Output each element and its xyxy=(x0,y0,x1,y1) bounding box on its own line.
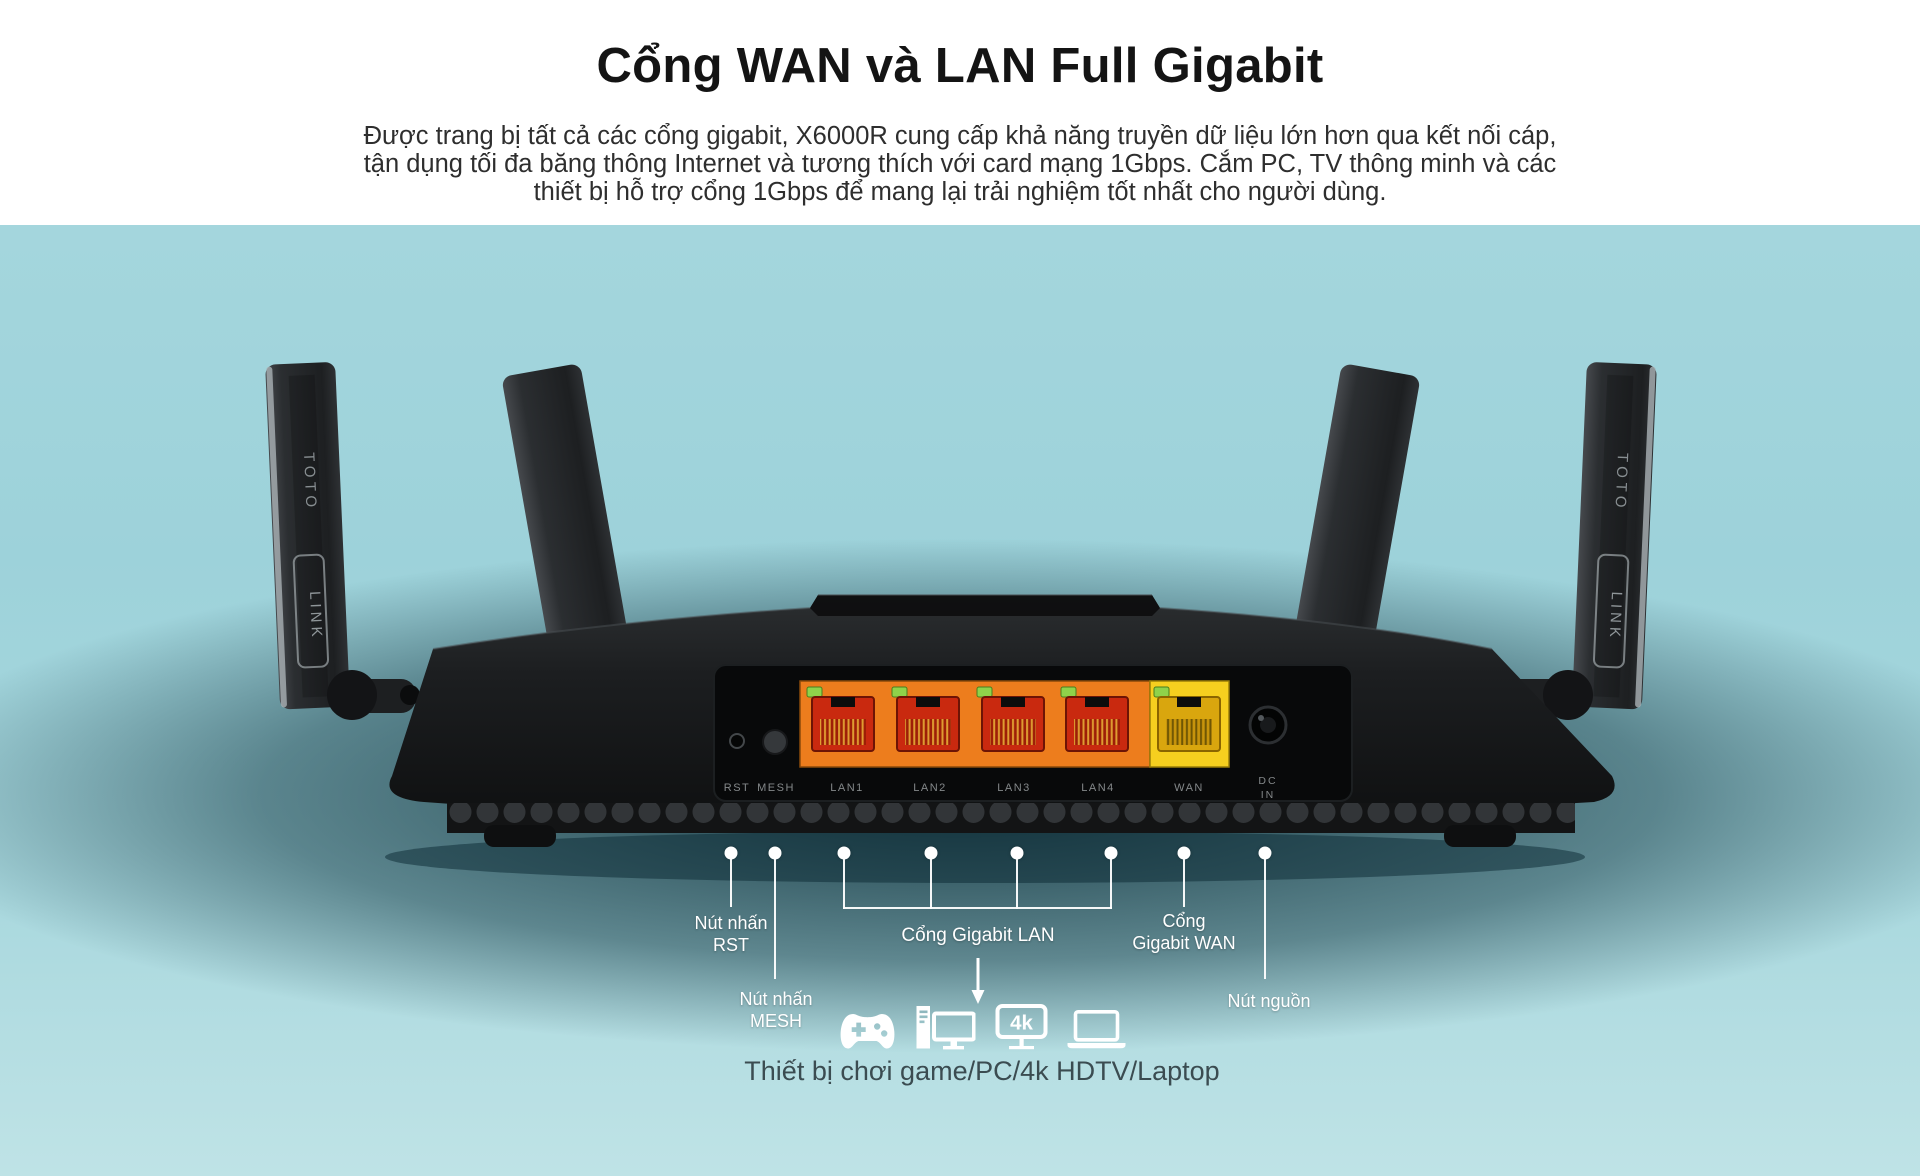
port-labels: RST MESH LAN1 LAN2 LAN3 LAN4 WAN DC IN xyxy=(724,775,1277,801)
reset-pinhole xyxy=(729,733,745,749)
callout-lan-text: Cổng Gigabit LAN xyxy=(901,925,1055,946)
wan-label: WAN xyxy=(1174,782,1204,794)
callout-mesh-line2: MESH xyxy=(749,1010,802,1031)
leader-bracket-lan xyxy=(843,907,1112,909)
dc-power-jack xyxy=(1248,705,1288,745)
router-showcase-section: TOTO LINK TOTO LINK xyxy=(0,225,1920,1176)
router-image: TOTO LINK TOTO LINK xyxy=(265,362,1657,883)
lan3-port xyxy=(976,686,1045,752)
callout-dot-rst xyxy=(724,846,738,860)
callout-power-text: Nút nguồn xyxy=(1227,991,1311,1011)
callout-dot-power xyxy=(1258,846,1272,860)
callout-dot-lan1 xyxy=(837,846,851,860)
antenna-inner-right xyxy=(1285,364,1420,706)
lan2-port xyxy=(891,686,960,752)
leader-line-wan xyxy=(1183,859,1185,907)
leader-line-lan1 xyxy=(843,859,845,909)
description-line-3: thiết bị hỗ trợ cổng 1Gbps để mang lại t… xyxy=(533,178,1387,206)
4k-badge: 4k xyxy=(1010,1012,1033,1035)
antenna-inner-left xyxy=(502,364,637,706)
leader-line-lan3 xyxy=(1016,859,1018,909)
page-title: Cổng WAN và LAN Full Gigabit xyxy=(596,39,1324,93)
foot-right xyxy=(1444,825,1516,847)
callout-rst-line1: Nút nhấn xyxy=(694,913,768,933)
lan4-port xyxy=(1060,686,1129,752)
callout-label-wan: Cổng Gigabit WAN xyxy=(1132,911,1235,954)
dc-label-line1: DC xyxy=(1258,775,1277,787)
4k-tv-icon: 4k xyxy=(995,1004,1048,1050)
router-shadow xyxy=(385,831,1585,883)
callout-label-power: Nút nguồn xyxy=(1227,991,1310,1013)
desktop-pc-icon xyxy=(916,1006,976,1050)
brand-text-link: LINK xyxy=(1606,591,1625,641)
lan3-label: LAN3 xyxy=(997,782,1031,794)
leader-line-lan4 xyxy=(1110,859,1112,909)
header-section: Cổng WAN và LAN Full Gigabit Được trang … xyxy=(0,0,1920,225)
device-icons-row: 4k xyxy=(839,1004,1126,1051)
callout-wan-line2: Gigabit WAN xyxy=(1132,932,1236,953)
wan-port xyxy=(1153,686,1221,752)
callout-dot-mesh xyxy=(768,846,782,860)
laptop-icon xyxy=(1067,1010,1126,1049)
callout-dot-lan2 xyxy=(924,846,938,860)
callout-mesh-line1: Nút nhấn xyxy=(739,989,813,1009)
rst-label: RST xyxy=(724,782,751,794)
dc-label-line2: IN xyxy=(1261,789,1276,801)
leader-line-lan2 xyxy=(930,859,932,909)
callout-wan-line1: Cổng xyxy=(1162,911,1206,931)
lan2-label: LAN2 xyxy=(913,782,947,794)
port-panel: RST MESH LAN1 LAN2 LAN3 LAN4 WAN DC IN xyxy=(713,664,1353,802)
antenna-hinge-left xyxy=(327,670,420,720)
description-line-2: tận dụng tối đa băng thông Internet và t… xyxy=(363,150,1557,178)
mesh-button xyxy=(762,729,788,755)
antenna-outer-left: TOTO LINK xyxy=(265,362,350,710)
vent-skirt xyxy=(447,803,1575,833)
leader-line-power xyxy=(1264,859,1266,979)
brand-text-toto: TOTO xyxy=(1611,453,1631,513)
lan4-label: LAN4 xyxy=(1081,782,1115,794)
leader-line-rst xyxy=(730,859,732,907)
brand-text-link: LINK xyxy=(306,591,325,641)
description-line-1: Được trang bị tất cả các cổng gigabit, X… xyxy=(363,122,1557,150)
callout-dot-wan xyxy=(1177,846,1191,860)
leader-line-mesh xyxy=(774,859,776,979)
devices-caption: Thiết bị chơi game/PC/4k HDTV/Laptop xyxy=(744,1056,1220,1086)
callout-dot-lan4 xyxy=(1104,846,1118,860)
page-description: Được trang bị tất cả các cổng gigabit, X… xyxy=(0,122,1920,206)
callout-dot-lan3 xyxy=(1010,846,1024,860)
callout-label-lan: Cổng Gigabit LAN xyxy=(901,925,1054,947)
antenna-outer-right: TOTO LINK xyxy=(1572,362,1657,710)
foot-left xyxy=(484,825,556,847)
mesh-label: MESH xyxy=(757,782,795,794)
lan1-label: LAN1 xyxy=(830,782,864,794)
callout-rst-line2: RST xyxy=(713,934,749,955)
brand-text-toto: TOTO xyxy=(300,452,320,512)
down-arrow-icon xyxy=(971,958,985,1004)
callout-label-mesh: Nút nhấn MESH xyxy=(739,989,812,1032)
gamepad-icon xyxy=(840,1014,895,1049)
lan1-port xyxy=(806,686,875,752)
callout-label-rst: Nút nhấn RST xyxy=(694,913,767,956)
